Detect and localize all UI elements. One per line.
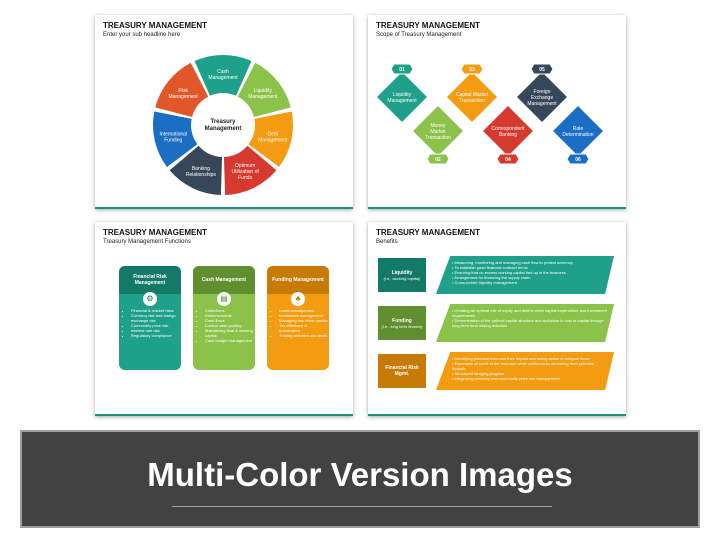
- banner: Multi-Color Version Images: [20, 430, 700, 528]
- function-card-list: CollectionsDisbursementsCash flowsContro…: [197, 308, 255, 343]
- function-card-icon: ♣: [291, 292, 305, 306]
- benefit-bullet: • Expansion of credit to the end-user wh…: [452, 361, 594, 371]
- slide-title: TREASURY MANAGEMENT: [376, 21, 481, 30]
- banner-divider: [172, 506, 552, 507]
- scope-number-badge: [426, 153, 450, 165]
- function-card-bullet: Financial & market risks: [131, 308, 181, 313]
- slide-title: TREASURY MANAGEMENT: [103, 21, 208, 30]
- function-card-bullet: Cash budget management: [205, 338, 255, 343]
- function-card: Cash Management▤ CollectionsDisbursements…: [193, 266, 255, 370]
- slide-subtitle: Benefits: [376, 239, 398, 245]
- function-card-title: Financial Risk Management: [119, 266, 181, 294]
- benefit-bullet: • To establish good financial contract t…: [452, 265, 528, 270]
- scope-diamond: [444, 69, 500, 125]
- scope-number: 02: [435, 157, 441, 163]
- cycle-segment: [155, 62, 209, 117]
- slide-title: TREASURY MANAGEMENT: [376, 228, 481, 237]
- function-card-bullet: Loans management: [279, 308, 329, 313]
- function-card-bullet: Commodity price risk: [131, 323, 181, 328]
- function-card-bullet: Managing risk return profile: [279, 318, 329, 323]
- benefit-label: Funding(i.e., long term finance): [378, 306, 426, 340]
- scope-number: 03: [469, 67, 475, 73]
- cycle-segment: [223, 145, 277, 195]
- function-card-title: Funding Management: [267, 266, 329, 294]
- scope-number: 04: [505, 157, 511, 163]
- slide-thumbnail-scope[interactable]: TREASURY MANAGEMENT Scope of Treasury Ma…: [368, 15, 626, 209]
- slide-subtitle: Enter your sub headline here: [103, 32, 181, 38]
- function-card-bullet: Tax efficiency of investments: [279, 323, 329, 333]
- function-card-bullet: Currency risk and foreign exchange risk: [131, 313, 181, 323]
- benefit-bullet: • Creating an optimal mix of equity and …: [452, 308, 607, 318]
- scope-diamond: [374, 69, 430, 125]
- benefit-bullet: • Measuring, monitoring and managing cas…: [452, 260, 573, 265]
- scope-number: 06: [575, 157, 581, 163]
- benefit-label: Liquidity(i.e., working capital): [378, 258, 426, 292]
- scope-number-badge: [460, 63, 484, 75]
- function-card-list: Financial & market risksCurrency risk an…: [123, 308, 181, 338]
- scope-diamond: [514, 69, 570, 125]
- function-card: Financial Risk Management⚙ Financial & ma…: [119, 266, 181, 370]
- benefit-bullet: • Identifying potential risks and their …: [452, 356, 590, 361]
- function-card-list: Loans managementInvestment managementMan…: [271, 308, 329, 338]
- function-card-bullet: Investment management: [279, 313, 329, 318]
- cycle-segment: [237, 62, 291, 117]
- function-card-bullet: Cash flows: [205, 318, 255, 323]
- scope-number: 05: [539, 67, 545, 73]
- function-card-bullet: Maintaining float & working capital: [205, 328, 255, 338]
- benefit-bullet: • Ensuring that no excess working capita…: [452, 270, 566, 275]
- slide-thumbnail-benefits[interactable]: TREASURY MANAGEMENT Benefits Liquidity(i…: [368, 222, 626, 416]
- scope-number-badge: [566, 153, 590, 165]
- function-card-bullet: Collections: [205, 308, 255, 313]
- function-card-bullet: Trading activities and deals: [279, 333, 329, 338]
- slide-subtitle: Scope of Treasury Management: [376, 32, 462, 38]
- function-card-bullet: Disbursements: [205, 313, 255, 318]
- benefit-body: • Measuring, monitoring and managing cas…: [436, 256, 614, 294]
- slide-thumbnail-functions[interactable]: TREASURY MANAGEMENT Treasury Management …: [95, 222, 353, 416]
- benefit-bullet: • Integrating currency and commodity pri…: [452, 376, 560, 381]
- cycle-segment: [169, 145, 223, 195]
- scope-number-badge: [390, 63, 414, 75]
- benefit-bullet: • Cross-border liquidity management: [452, 280, 517, 285]
- function-card-title: Cash Management: [193, 266, 255, 294]
- slide-thumbnail-cycle[interactable]: TREASURY MANAGEMENT Enter your sub headl…: [95, 15, 353, 209]
- cycle-segment: [248, 111, 293, 167]
- benefit-bullet: • Arrangement for financing the supply c…: [452, 275, 531, 280]
- function-card-icon: ⚙: [143, 292, 157, 306]
- banner-title: Multi-Color Version Images: [147, 456, 573, 493]
- benefit-body: • Creating an optimal mix of equity and …: [436, 304, 614, 342]
- function-card-icon: ▤: [217, 292, 231, 306]
- function-card-bullet: Interest rate risk: [131, 328, 181, 333]
- scope-number: 01: [399, 67, 405, 73]
- function-card: Funding Management♣ Loans managementInves…: [267, 266, 329, 370]
- benefit-bullet: • Structured hedging program: [452, 371, 505, 376]
- cycle-segment: [194, 54, 252, 96]
- cycle-segment: [153, 111, 198, 167]
- function-card-bullet: Regulatory compliance: [131, 333, 181, 338]
- scope-number-badge: [496, 153, 520, 165]
- benefit-body: • Identifying potential risks and their …: [436, 352, 614, 390]
- benefit-bullet: • Determination of the optimal capital s…: [452, 318, 604, 328]
- slide-subtitle: Treasury Management Functions: [103, 239, 191, 245]
- slide-title: TREASURY MANAGEMENT: [103, 228, 208, 237]
- scope-number-badge: [530, 63, 554, 75]
- benefit-label: Financial Risk Mgmt.: [378, 354, 426, 388]
- function-card-bullet: Control cash pooling: [205, 323, 255, 328]
